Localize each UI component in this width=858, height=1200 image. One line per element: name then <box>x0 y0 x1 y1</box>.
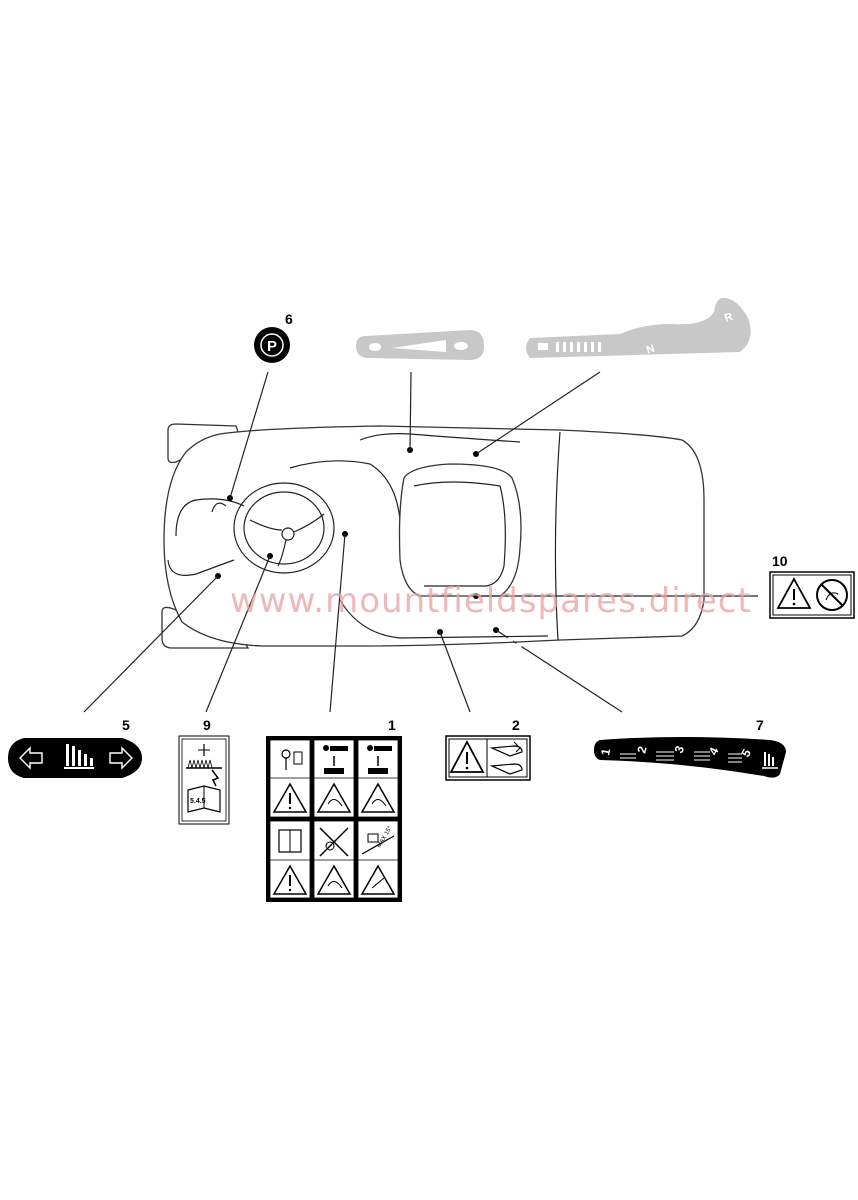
decal-10: 10 <box>769 553 855 619</box>
arrow-right-icon <box>109 746 133 770</box>
decal-parking-brake: 6 P <box>254 311 293 363</box>
decal-gear-lever: N R <box>526 297 751 358</box>
mower-body <box>161 423 705 649</box>
decal-7: 7 1 2 3 4 5 <box>594 717 786 778</box>
warning-triangle-icon <box>360 864 396 895</box>
height-adjust-icon <box>762 752 778 769</box>
mower-small-icon <box>538 343 548 350</box>
grass-height-icon <box>186 744 222 769</box>
speed-scale-icon <box>620 751 742 763</box>
arrow-left-icon <box>19 746 43 770</box>
gear-r: R <box>723 311 735 325</box>
warning-triangle-icon <box>360 782 396 813</box>
parking-letter: P <box>267 338 277 355</box>
hare-icon <box>454 342 468 350</box>
callout-9: 9 <box>203 717 211 733</box>
warning-triangle-icon <box>316 864 352 895</box>
gear-n: N <box>645 343 657 357</box>
tortoise-icon <box>369 343 381 351</box>
decal-5: 5 <box>8 717 142 778</box>
decal-1: 1 <box>266 717 402 902</box>
callout-5: 5 <box>122 717 130 733</box>
decal-9: 9 5.4.5 <box>178 717 230 825</box>
slope-icon <box>361 833 395 855</box>
prohibited-icon <box>816 579 848 611</box>
callout-1: 1 <box>388 717 396 733</box>
callout-6: 6 <box>285 311 293 327</box>
parking-brake-icon: P <box>254 327 290 363</box>
callout-2: 2 <box>512 717 520 733</box>
person-icon <box>367 745 392 774</box>
speed-1: 1 <box>598 747 613 756</box>
speed-bars-icon <box>556 342 601 352</box>
height-adjust-icon <box>64 744 94 769</box>
warning-triangle-icon <box>449 740 485 773</box>
person-icon <box>323 745 348 774</box>
watermark-text: www.mountfieldspares.direct <box>230 581 752 621</box>
speed-2: 2 <box>634 744 649 754</box>
warning-triangle-icon <box>272 782 308 813</box>
manual-book-icon <box>278 829 302 853</box>
callout-10: 10 <box>772 553 788 569</box>
manual-book-icon <box>187 769 221 813</box>
prohibited-icon <box>319 827 349 857</box>
leader-lines <box>83 371 758 713</box>
decal-2: 2 <box>445 717 531 781</box>
decal-throttle <box>356 330 484 360</box>
warning-triangle-icon <box>272 864 308 895</box>
warning-triangle-icon <box>316 782 352 813</box>
speed-3: 3 <box>672 744 688 755</box>
key-icon <box>281 749 303 770</box>
warning-triangle-icon <box>776 577 812 609</box>
manual-ref: 5.4.5 <box>190 798 206 805</box>
callout-7: 7 <box>756 717 764 733</box>
hand-icon <box>489 741 523 775</box>
